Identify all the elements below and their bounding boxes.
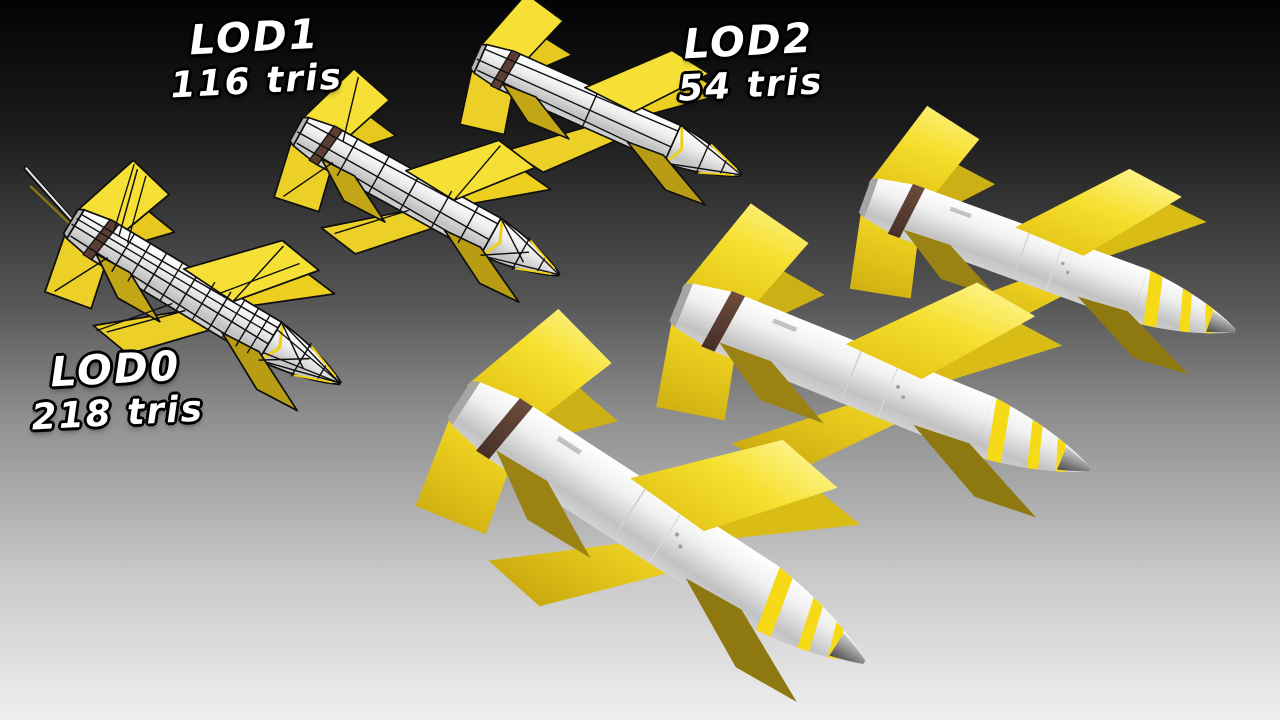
antenna-probe-icon [22, 165, 74, 225]
missile-lod0-wireframe [22, 140, 390, 458]
lod0-extra-wires [76, 163, 341, 384]
label-lod2: LOD2 54 tris [650, 13, 849, 113]
label-lod0: LOD0 218 tris [12, 341, 221, 442]
label-lod1: LOD1 116 tris [146, 8, 365, 109]
